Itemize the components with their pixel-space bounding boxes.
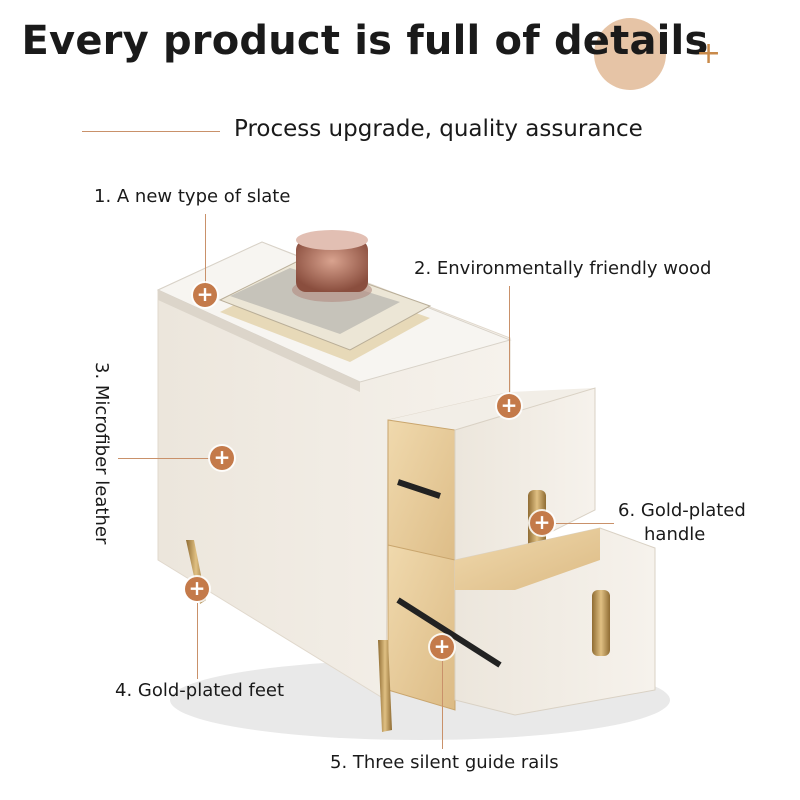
leader-line-guide-rails [442,661,443,749]
subtitle-divider [82,131,220,132]
feature-label-feet: 4. Gold-plated feet [115,680,285,701]
hotspot-leather[interactable]: + [210,446,234,470]
feature-label-leather: 3. Microfiber leather [91,362,112,545]
hotspot-feet[interactable]: + [185,577,209,601]
feature-label-handle-line2: handle [644,524,706,545]
leader-line-feet [197,603,198,679]
leader-line-slate [205,214,206,286]
page-subtitle: Process upgrade, quality assurance [234,116,643,142]
decorative-circle [594,18,666,90]
feature-label-handle-line1: 6. Gold-plated [618,500,746,521]
leader-line-handle [556,523,614,524]
plus-icon: + [696,36,722,71]
hotspot-slate[interactable]: + [193,283,217,307]
page-title: Every product is full of details [21,18,709,64]
leader-line-wood [509,286,510,396]
hotspot-wood[interactable]: + [497,394,521,418]
feature-label-wood: 2. Environmentally friendly wood [414,258,712,279]
feature-label-slate: 1. A new type of slate [94,186,291,207]
hotspot-guide-rails[interactable]: + [430,635,454,659]
feature-label-guide-rails: 5. Three silent guide rails [330,752,559,773]
leader-line-leather [118,458,210,459]
hotspot-handle[interactable]: + [530,511,554,535]
